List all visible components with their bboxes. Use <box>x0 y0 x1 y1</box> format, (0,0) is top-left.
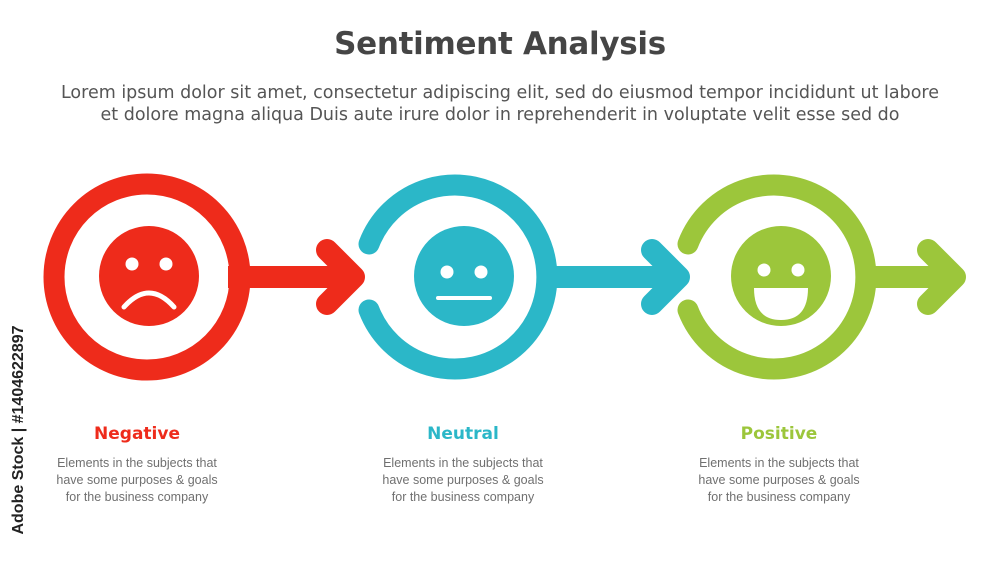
happy-face-icon <box>731 226 831 326</box>
desc-line: Elements in the subjects that <box>699 456 859 470</box>
neutral-ring <box>358 174 558 380</box>
desc-line: have some purposes & goals <box>382 473 544 487</box>
desc-line: Elements in the subjects that <box>57 456 217 470</box>
desc-line: for the business company <box>707 490 851 504</box>
step-positive <box>677 174 966 380</box>
step-desc-negative: Elements in the subjects that have some … <box>17 455 257 506</box>
subtitle-line-1: Lorem ipsum dolor sit amet, consectetur … <box>60 83 940 103</box>
desc-line: Elements in the subjects that <box>383 456 543 470</box>
desc-line: have some purposes & goals <box>56 473 218 487</box>
desc-line: for the business company <box>391 490 535 504</box>
page-title: Sentiment Analysis <box>334 26 666 62</box>
watermark-text: Adobe Stock | #1404622897 <box>10 325 27 535</box>
step-desc-neutral: Elements in the subjects that have some … <box>343 455 583 506</box>
subtitle-line-2: et dolore magna aliqua Duis aute irure d… <box>100 105 900 125</box>
step-label-neutral: Neutral <box>427 424 499 444</box>
page-subtitle: Lorem ipsum dolor sit amet, consectetur … <box>40 82 960 126</box>
step-label-negative: Negative <box>94 424 180 444</box>
neutral-face-icon <box>414 226 514 326</box>
negative-arrowhead <box>316 239 365 315</box>
desc-line: for the business company <box>65 490 209 504</box>
neutral-arrowhead <box>641 239 690 315</box>
desc-line: have some purposes & goals <box>698 473 860 487</box>
step-negative <box>43 173 365 381</box>
positive-ring <box>677 174 877 380</box>
stock-watermark: Adobe Stock | #1404622897 <box>4 300 34 560</box>
step-desc-positive: Elements in the subjects that have some … <box>659 455 899 506</box>
positive-arrowhead <box>917 239 966 315</box>
negative-connector <box>228 266 340 288</box>
positive-connector <box>868 266 942 288</box>
step-neutral <box>358 174 690 380</box>
sad-face-icon <box>99 226 199 326</box>
neutral-connector <box>548 266 664 288</box>
step-label-positive: Positive <box>740 424 818 444</box>
